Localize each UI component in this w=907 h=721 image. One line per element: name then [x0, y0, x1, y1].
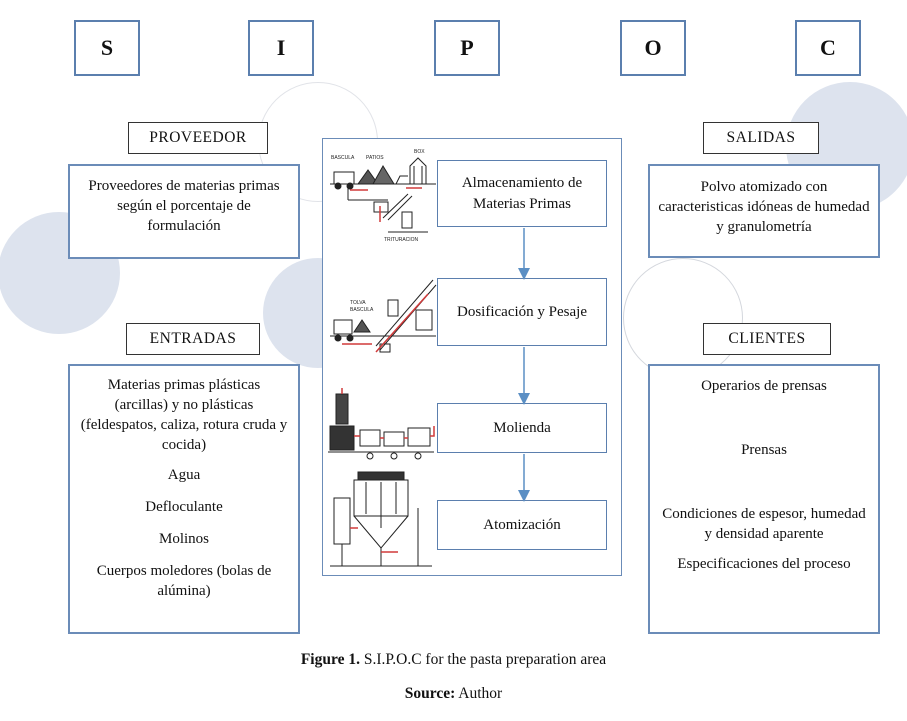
sketch-milling — [328, 388, 435, 460]
proveedor-header: PROVEEDOR — [128, 122, 268, 154]
letter-s: S — [74, 20, 140, 76]
figure-text: S.I.P.O.C for the pasta preparation area — [359, 651, 607, 668]
letter-c: C — [795, 20, 861, 76]
sketch-storage: BASCULA PATIOS BOX TRITURACION — [330, 149, 436, 243]
entradas-item: Agua — [167, 467, 201, 483]
entradas-box: Materias primas plásticas (arcillas) y n… — [68, 364, 300, 634]
clientes-item: Condiciones de espesor, humedad y densid… — [662, 506, 866, 542]
salidas-box: Polvo atomizado con caracteristicas idón… — [648, 164, 880, 258]
figure-label: Figure 1. — [300, 651, 360, 668]
salidas-text: Polvo atomizado con caracteristicas idón… — [658, 179, 870, 235]
flow-arrows — [518, 228, 530, 502]
clientes-item: Prensas — [741, 442, 787, 458]
entradas-item: Materias primas plásticas (arcillas) y n… — [80, 377, 288, 453]
source-text: Author — [455, 685, 503, 702]
salidas-header: SALIDAS — [703, 122, 819, 154]
step-atomizacion: Atomización — [437, 500, 607, 550]
entradas-item: Defloculante — [145, 499, 223, 515]
step-dosificacion: Dosificación y Pesaje — [437, 278, 607, 346]
sketch-label-trituracion: TRITURACION — [384, 237, 419, 243]
sketch-label-bascula-2: BASCULA — [350, 307, 374, 313]
step-almacenamiento: Almacenamiento de Materias Primas — [437, 160, 607, 227]
step-molienda: Molienda — [437, 403, 607, 453]
clientes-item: Operarios de prensas — [701, 378, 827, 394]
entradas-item: Cuerpos moledores (bolas de alúmina) — [96, 563, 272, 599]
proveedor-box: Proveedores de materias primas según el … — [68, 164, 300, 259]
letter-p: P — [434, 20, 500, 76]
sketch-label-patios: PATIOS — [366, 155, 384, 161]
entradas-item: Molinos — [158, 531, 209, 547]
source-caption: Source: Author — [0, 685, 907, 703]
clientes-item: Especificaciones del proceso — [677, 556, 851, 572]
figure-caption: Figure 1. S.I.P.O.C for the pasta prepar… — [0, 651, 907, 669]
clientes-box: Operarios de prensas Prensas Condiciones… — [648, 364, 880, 634]
sketch-label-bascula: BASCULA — [331, 155, 355, 161]
sketch-label-box: BOX — [414, 149, 425, 155]
deco-ring-right — [623, 258, 743, 378]
sketch-label-tolva: TOLVA — [350, 300, 366, 306]
letter-o: O — [620, 20, 686, 76]
sketch-dosing: TOLVA BASCULA — [330, 279, 437, 353]
sketch-atomizer — [330, 471, 432, 567]
clientes-header: CLIENTES — [703, 323, 831, 355]
entradas-header: ENTRADAS — [126, 323, 260, 355]
proveedor-text: Proveedores de materias primas según el … — [88, 178, 280, 234]
source-label: Source: — [404, 685, 456, 702]
letter-i: I — [248, 20, 314, 76]
